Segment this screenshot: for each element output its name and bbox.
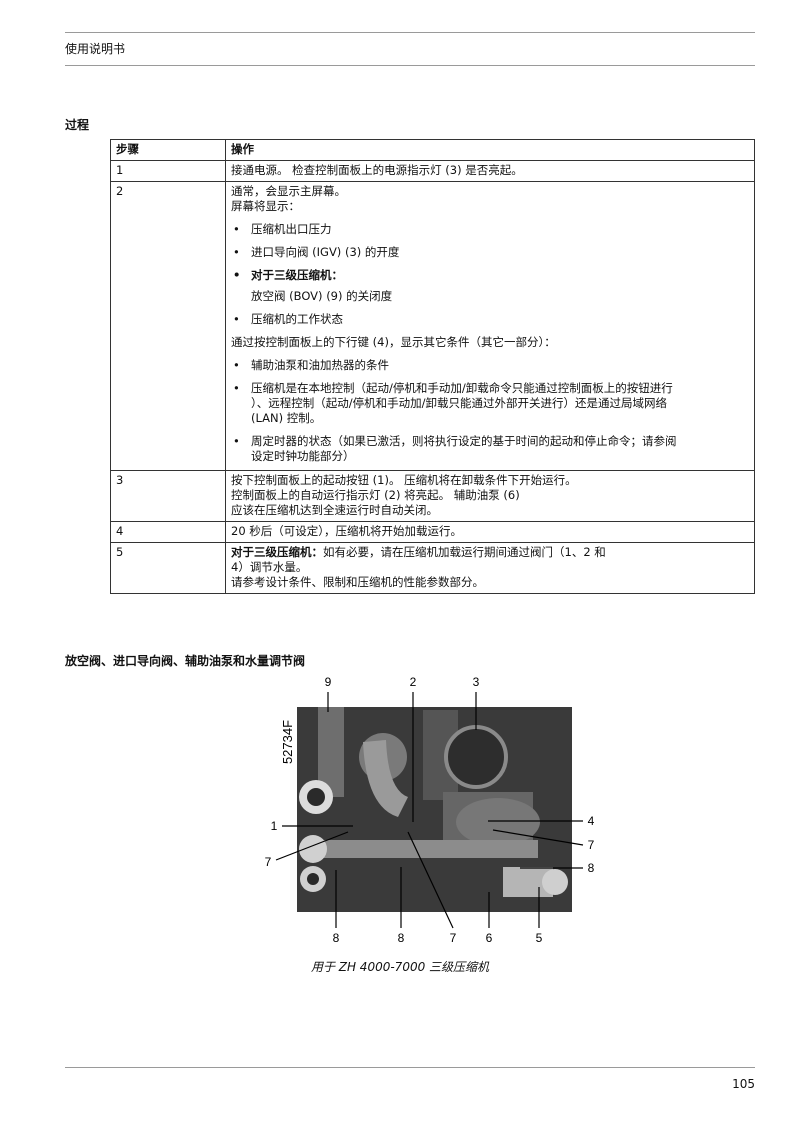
callout-8-bottom-b: 8 xyxy=(398,931,405,945)
list-item: 进口导向阀 (IGV) (3) 的开度 xyxy=(231,245,749,260)
leader-7-right xyxy=(492,829,584,846)
section-title-valves: 放空阀、进口导向阀、辅助油泵和水量调节阀 xyxy=(65,654,306,668)
step-text: 请参考设计条件、限制和压缩机的性能参数部分。 xyxy=(231,575,484,589)
step-action: 对于三级压缩机：如有必要，请在压缩机加载运行期间通过阀门（1、2 和 4）调节水… xyxy=(225,542,755,594)
table-row: 4 20 秒后（可设定），压缩机将开始加载运行。 xyxy=(110,521,755,543)
housing-right xyxy=(456,798,540,846)
step-number: 2 xyxy=(110,181,226,471)
list-item: 压缩机出口压力 xyxy=(231,222,749,237)
list-item: 辅助油泵和油加热器的条件 xyxy=(231,358,749,373)
callout-9: 9 xyxy=(325,675,332,689)
list-item-line: 设定时钟功能部分） xyxy=(251,449,355,463)
callout-8-right: 8 xyxy=(588,861,595,875)
leader-7-bottom xyxy=(407,831,454,929)
pipe-flange-lower-1 xyxy=(299,835,327,863)
step-number: 5 xyxy=(110,542,226,594)
list-item-line: (LAN) 控制。 xyxy=(251,411,322,425)
step-action: 20 秒后（可设定），压缩机将开始加载运行。 xyxy=(225,521,755,543)
procedure-table: 步骤 操作 1 接通电源。 检查控制面板上的电源指示灯 (3) 是否亮起。 2 … xyxy=(110,139,755,594)
callout-2: 2 xyxy=(410,675,417,689)
list-item: 周定时器的状态（如果已激活，则将执行设定的基于时间的起动和停止命令；请参阅设定时… xyxy=(231,434,749,464)
elbow-pipe xyxy=(363,740,408,817)
compressor-photo-figure: 52734F 9 2 3 1 7 4 7 8 8 8 7 6 5 xyxy=(265,675,595,945)
callout-7-right: 7 xyxy=(588,838,595,852)
step-text: 控制面板上的自动运行指示灯 (2) 将亮起。 辅助油泵 (6) xyxy=(231,488,520,502)
column-header-step: 步骤 xyxy=(110,139,226,161)
list-item-line: ）、远程控制（起动/停机和手动加/卸载只能通过外部开关进行）还是通过局域网络 xyxy=(251,396,667,410)
page-number: 105 xyxy=(732,1077,755,1091)
step-action: 接通电源。 检查控制面板上的电源指示灯 (3) 是否亮起。 xyxy=(225,160,755,182)
pipe-flange-left-inner xyxy=(307,788,325,806)
step-number: 3 xyxy=(110,470,226,522)
section-title-procedure: 过程 xyxy=(65,118,90,132)
callout-5: 5 xyxy=(536,931,543,945)
callout-8-bottom-a: 8 xyxy=(333,931,340,945)
list-item: 压缩机的工作状态 xyxy=(231,312,749,327)
table-header-row: 步骤 操作 xyxy=(110,139,755,161)
list-item: 压缩机是在本地控制（起动/停机和手动加/卸载命令只能通过控制面板上的按钮进行）、… xyxy=(231,381,749,426)
pipe-flange-lower-2-inner xyxy=(307,873,319,885)
step-text: 如有必要，请在压缩机加载运行期间通过阀门（1、2 和 xyxy=(323,545,606,559)
callout-6: 6 xyxy=(486,931,493,945)
step-text: 4）调节水量。 xyxy=(231,560,308,574)
table-row: 5 对于三级压缩机：如有必要，请在压缩机加载运行期间通过阀门（1、2 和 4）调… xyxy=(110,542,755,594)
list-item-sub: 放空阀 (BOV) (9) 的关闭度 xyxy=(251,289,393,303)
step-text: 接通电源。 检查控制面板上的电源指示灯 (3) 是否亮起。 xyxy=(231,163,523,177)
step-action: 按下控制面板上的起动按钮 (1)。 压缩机将在卸载条件下开始运行。 控制面板上的… xyxy=(225,470,755,522)
document-title: 使用说明书 xyxy=(65,42,126,56)
step-text: 20 秒后（可设定），压缩机将开始加载运行。 xyxy=(231,524,463,538)
step-text: 按下控制面板上的起动按钮 (1)。 压缩机将在卸载条件下开始运行。 xyxy=(231,473,577,487)
step-number: 1 xyxy=(110,160,226,182)
step-text: 屏幕将显示： xyxy=(231,199,300,213)
table-row: 2 通常，会显示主屏幕。 屏幕将显示： 压缩机出口压力 进口导向阀 (IGV) … xyxy=(110,181,755,471)
column-header-action: 操作 xyxy=(225,139,755,161)
step-text: 通过按控制面板上的下行键 (4)，显示其它条件（其它一部分）： xyxy=(231,335,556,349)
step-text-bold: 对于三级压缩机： xyxy=(231,545,323,559)
leader-7-left xyxy=(275,831,349,861)
image-id-label: 52734F xyxy=(280,720,295,764)
callout-1: 1 xyxy=(271,819,278,833)
header-rule-top xyxy=(65,32,755,33)
table-row: 1 接通电源。 检查控制面板上的电源指示灯 (3) 是否亮起。 xyxy=(110,160,755,182)
step-action: 通常，会显示主屏幕。 屏幕将显示： 压缩机出口压力 进口导向阀 (IGV) (3… xyxy=(225,181,755,471)
step-text: 应该在压缩机达到全速运行时自动关闭。 xyxy=(231,503,438,517)
callout-4: 4 xyxy=(588,814,595,828)
figure-caption: 用于 ZH 4000-7000 三级压缩机 xyxy=(310,960,490,974)
pump-motor-end xyxy=(542,869,568,895)
table-row: 3 按下控制面板上的起动按钮 (1)。 压缩机将在卸载条件下开始运行。 控制面板… xyxy=(110,470,755,522)
list-item: 对于三级压缩机： xyxy=(231,268,749,283)
footer-rule xyxy=(65,1067,755,1068)
list-item-line: 周定时器的状态（如果已激活，则将执行设定的基于时间的起动和停止命令；请参阅 xyxy=(251,434,677,448)
callout-7-left: 7 xyxy=(265,855,272,869)
step-text: 通常，会显示主屏幕。 xyxy=(231,184,346,198)
step-number: 4 xyxy=(110,521,226,543)
callout-7-bottom: 7 xyxy=(450,931,457,945)
step-text-line: 对于三级压缩机：如有必要，请在压缩机加载运行期间通过阀门（1、2 和 xyxy=(231,545,749,560)
header-rule-bottom xyxy=(65,65,755,66)
list-item-line: 压缩机是在本地控制（起动/停机和手动加/卸载命令只能通过控制面板上的按钮进行 xyxy=(251,381,673,395)
callout-3: 3 xyxy=(473,675,480,689)
cooler-dome xyxy=(444,725,508,789)
header-pipe xyxy=(323,840,538,858)
